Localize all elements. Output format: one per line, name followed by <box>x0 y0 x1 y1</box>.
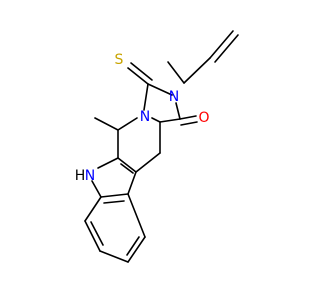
benzene-ring <box>84 193 146 263</box>
pyridine-ring <box>94 117 161 173</box>
bond-chme-methyl <box>94 117 119 131</box>
bond-inner-c7a-c3a <box>103 200 125 204</box>
bond-ch-ch2-double-b <box>214 34 239 63</box>
bond-ch2-c4a <box>135 152 161 173</box>
bond-c-s-double-a <box>127 67 149 85</box>
bond-c-o-double-a <box>179 115 197 120</box>
bond-ch-ch2-double-a <box>209 30 234 59</box>
bond-n-ch2 <box>167 61 185 84</box>
bond-inner-c5-c4 <box>126 236 140 256</box>
bond-c4-c3a <box>127 193 146 238</box>
indole-nh-label: N <box>85 168 95 184</box>
nitrogen-bridge-label: N <box>140 109 150 125</box>
bond-c7a-c7 <box>84 196 102 222</box>
bond-cs-n-allyl <box>147 83 173 96</box>
structure-canvas: S N N O N H <box>75 30 239 263</box>
bond-n-bridge-cs <box>143 83 149 111</box>
pyrrole-ring <box>91 157 137 198</box>
bond-nh-c7a <box>91 180 102 198</box>
allyl-group <box>167 30 239 84</box>
oxygen-label: O <box>198 110 209 126</box>
bond-inner-c7-c6 <box>90 221 104 246</box>
imidazolidine-ring <box>127 62 198 126</box>
bond-c-s-double-b <box>130 62 153 81</box>
molecule-drawing: S N N O N H <box>75 30 239 263</box>
bond-c3a-c7a <box>100 193 129 198</box>
bond-c4a-c3a <box>127 171 137 195</box>
bond-c7-c6 <box>84 220 101 252</box>
indole-nh-hydrogen-label: H <box>75 168 86 184</box>
sulfur-label: S <box>115 52 124 68</box>
bond-n-bridge-chme <box>117 117 138 131</box>
bond-c6-c5 <box>99 250 129 263</box>
bond-c-o-double-b <box>180 121 198 126</box>
bond-ch-n-bridge <box>151 117 161 123</box>
bond-c9a-nh <box>97 157 119 169</box>
bond-c9a-c4a-double-a <box>117 157 137 173</box>
bond-co-ch <box>159 118 181 123</box>
bond-c5-c4 <box>127 236 146 263</box>
nitrogen-allyl-label: N <box>169 89 179 105</box>
bond-ch2-ch <box>183 57 211 84</box>
bond-n-allyl-co <box>175 102 181 120</box>
bond-c9a-c4a-double-b <box>120 163 134 174</box>
